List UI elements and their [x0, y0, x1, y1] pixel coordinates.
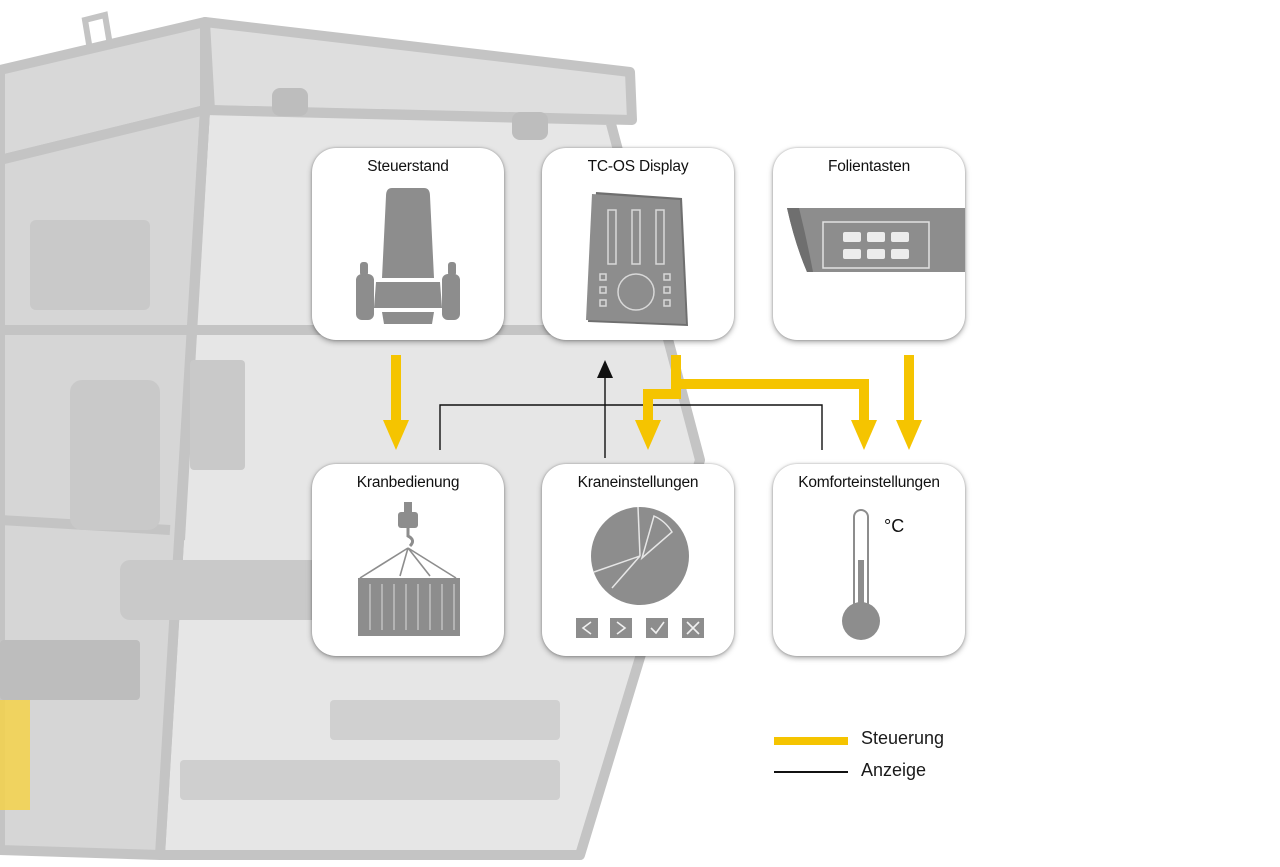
kranbedienung-title: Kranbedienung	[356, 474, 460, 491]
steuerstand-card: Steuerstand	[312, 148, 504, 340]
legend-display: Anzeige	[772, 760, 992, 780]
komforteinstellungen-title: Komforteinstellungen	[798, 474, 940, 491]
legend-display-swatch	[774, 771, 848, 773]
folientasten-title: Folientasten	[827, 158, 911, 175]
kraneinstellungen-card: Kraneinstellungen	[542, 464, 734, 656]
membrane-keypad-icon	[787, 208, 965, 272]
pie-chart-settings-icon	[576, 506, 704, 638]
folientasten-card: Folientasten	[773, 148, 965, 340]
thermometer-icon	[842, 509, 880, 640]
legend-display-label: Anzeige	[861, 760, 927, 780]
settings-nav-buttons	[576, 618, 704, 638]
operator-seat-icon	[356, 188, 460, 324]
display-panel-icon	[586, 192, 688, 326]
legend: Steuerung Anzeige	[772, 726, 992, 788]
kraneinstellungen-title: Kraneinstellungen	[577, 474, 699, 491]
legend-control-swatch	[774, 737, 848, 745]
tcos-display-card: TC-OS Display	[542, 148, 734, 340]
temperature-unit-label: °C	[884, 516, 905, 536]
komforteinstellungen-card: Komforteinstellungen °C	[773, 464, 965, 656]
legend-control: Steuerung	[772, 728, 992, 748]
steuerstand-title: Steuerstand	[367, 158, 449, 175]
legend-control-label: Steuerung	[861, 728, 945, 748]
tcos-display-title: TC-OS Display	[587, 158, 689, 175]
crane-hook-container-icon	[358, 502, 460, 636]
kranbedienung-card: Kranbedienung	[312, 464, 504, 656]
